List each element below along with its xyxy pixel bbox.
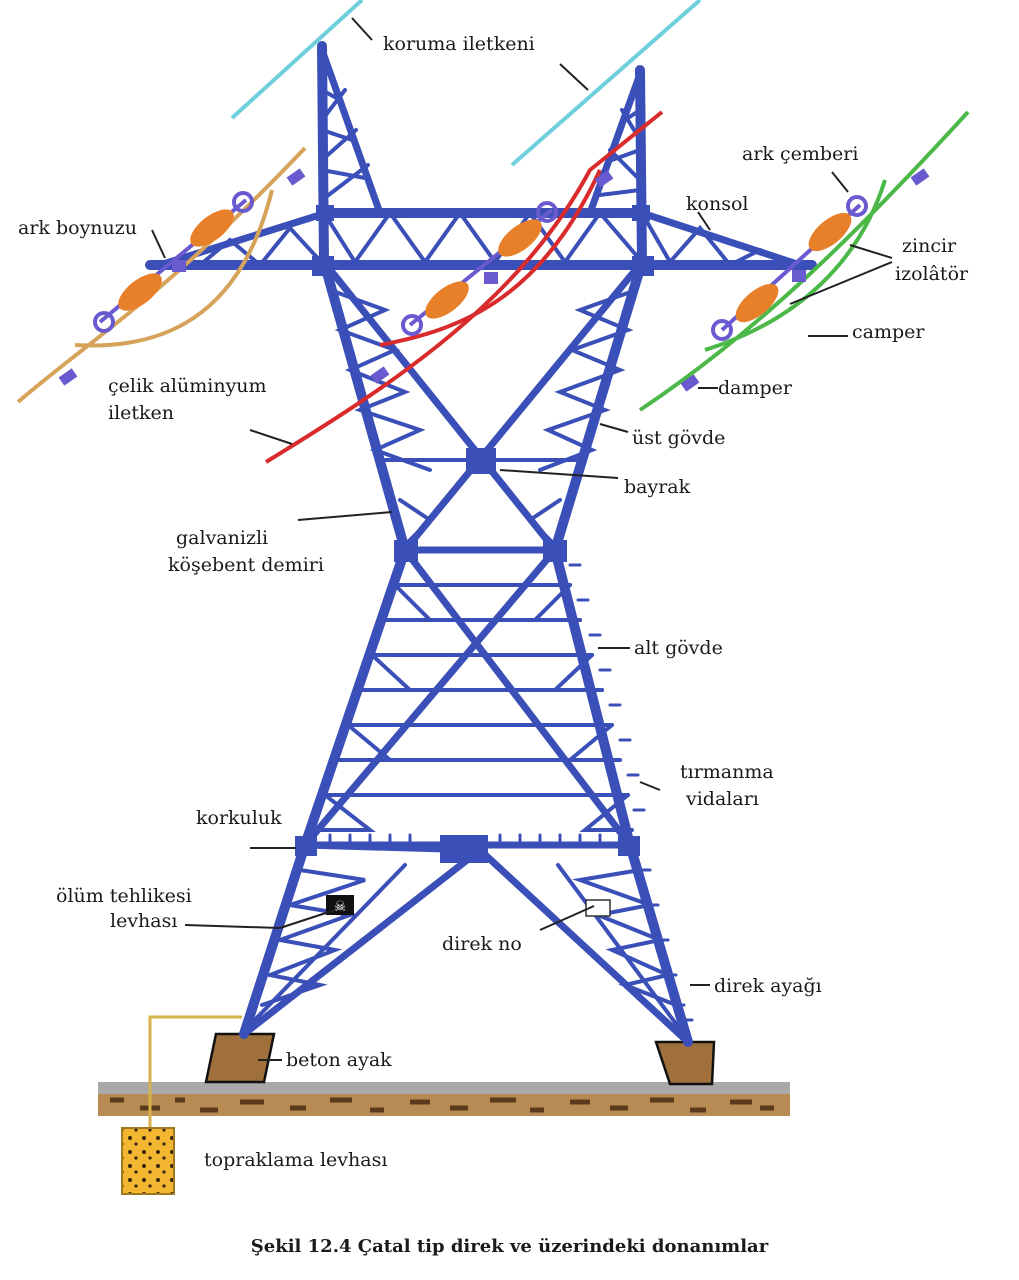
label-zincir: zincir bbox=[902, 235, 957, 257]
svg-text:☠: ☠ bbox=[334, 899, 347, 915]
leader-lines bbox=[151, 17, 893, 1061]
label-kosebent-demiri: köşebent demiri bbox=[168, 554, 324, 576]
tower-structure bbox=[145, 41, 817, 1047]
label-korkuluk: korkuluk bbox=[196, 807, 282, 829]
earthing-plate bbox=[121, 1015, 242, 1195]
label-beton-ayak: beton ayak bbox=[286, 1049, 392, 1071]
label-ust-govde: üst gövde bbox=[632, 427, 726, 449]
label-direk-no: direk no bbox=[442, 933, 522, 955]
label-levhasi: levhası bbox=[110, 910, 178, 932]
label-olum-tehlikesi: ölüm tehlikesi bbox=[56, 885, 192, 907]
label-topraklama-levhasi: topraklama levhası bbox=[204, 1149, 388, 1171]
ground-strip bbox=[98, 1082, 790, 1116]
label-izolator: izolâtör bbox=[895, 263, 969, 285]
label-celik-aluminyum: çelik alüminyum bbox=[108, 375, 267, 397]
label-ark-boynuzu: ark boynuzu bbox=[18, 217, 138, 239]
insulator-strings bbox=[58, 168, 930, 392]
figure-caption: Şekil 12.4 Çatal tip direk ve üzerindeki… bbox=[250, 1236, 769, 1257]
label-bayrak: bayrak bbox=[624, 476, 691, 498]
label-camper: camper bbox=[852, 321, 925, 343]
label-alt-govde: alt gövde bbox=[634, 637, 723, 659]
label-direk-ayagi: direk ayağı bbox=[714, 975, 822, 997]
shield-wires bbox=[230, 0, 702, 167]
label-koruma-iletkeni: koruma iletkeni bbox=[383, 33, 535, 55]
label-ark-cemberi: ark çemberi bbox=[742, 143, 859, 165]
label-iletken: iletken bbox=[108, 402, 175, 424]
concrete-footings bbox=[204, 1032, 716, 1086]
label-vidalari: vidaları bbox=[686, 788, 759, 810]
label-konsol: konsol bbox=[686, 193, 749, 215]
warning-signs: ☠ bbox=[326, 895, 611, 917]
label-galvanizli: galvanizli bbox=[176, 527, 269, 549]
label-damper: damper bbox=[718, 377, 792, 399]
label-tirmanma: tırmanma bbox=[680, 761, 774, 783]
